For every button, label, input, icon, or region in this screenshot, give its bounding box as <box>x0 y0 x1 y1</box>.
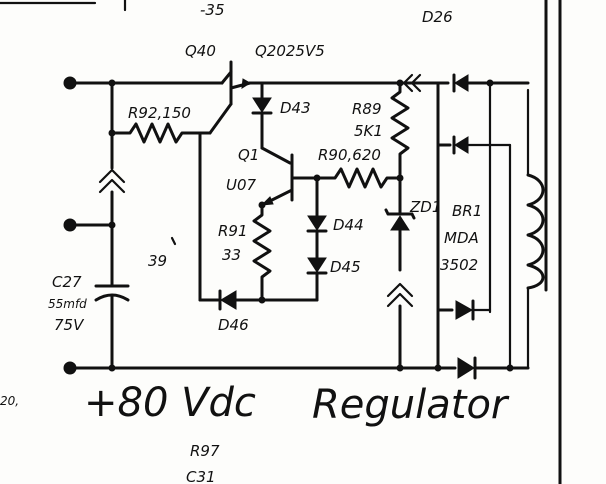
node-bottom-left <box>108 364 116 372</box>
d43-symbol <box>252 97 272 113</box>
q40-collector <box>220 70 233 85</box>
terminal-top <box>63 76 77 90</box>
diode-d44 <box>307 215 327 231</box>
label-top-right: D26 <box>422 8 453 26</box>
label-zd1: ZD1 <box>409 198 441 216</box>
q1-collector <box>260 146 292 165</box>
title-regulator: Regulator <box>312 382 510 428</box>
label-br1-part: MDA <box>444 229 479 247</box>
label-c31: C31 <box>186 468 216 484</box>
label-note-39: 39 <box>148 252 167 270</box>
label-left-cut: 20, <box>0 394 19 408</box>
resistor-r89 <box>390 81 410 180</box>
diode-d45 <box>307 257 327 273</box>
q40-arrow <box>241 78 251 89</box>
q40-base-lead <box>208 102 233 135</box>
label-d44: D44 <box>333 216 364 234</box>
label-c27: C27 <box>52 273 82 291</box>
transformer-coil <box>526 173 545 290</box>
label-br1-num: 3502 <box>440 256 478 274</box>
diode-third <box>455 300 474 320</box>
label-r92: R92,150 <box>128 104 191 122</box>
label-r90: R90,620 <box>318 146 381 164</box>
label-d43: D43 <box>280 99 311 117</box>
rail-arrows <box>402 73 422 93</box>
label-d45: D45 <box>330 258 361 276</box>
note-tick <box>170 236 177 246</box>
label-r89: R89 <box>352 100 382 118</box>
node-bottom-bridge <box>434 364 442 372</box>
terminal-mid <box>63 218 77 232</box>
label-top-number: -35 <box>200 1 225 19</box>
terminal-bottom <box>63 361 77 375</box>
label-q1-part: U07 <box>226 176 257 194</box>
label-r91: R91 <box>218 222 248 240</box>
label-r89-value: 5K1 <box>354 122 383 140</box>
node-bottom-far <box>506 364 514 372</box>
resistor-r90 <box>315 167 402 189</box>
zd1-bar <box>384 208 416 220</box>
label-q40: Q40 <box>185 42 216 60</box>
zener-zd1 <box>390 215 410 231</box>
title-voltage: +80 Vdc <box>84 380 256 426</box>
left-connector-arrows <box>98 168 126 194</box>
label-c27-voltage: 75V <box>54 316 85 334</box>
label-q1: Q1 <box>238 146 259 164</box>
label-d46: D46 <box>218 316 249 334</box>
node-r91-bottom <box>258 296 266 304</box>
label-r97: R97 <box>190 442 220 460</box>
node-bottom-zd1 <box>396 364 404 372</box>
resistor-r91 <box>252 203 272 302</box>
label-br1: BR1 <box>452 202 482 220</box>
diode-second <box>454 136 469 154</box>
diode-top <box>454 74 469 92</box>
label-q40-part: Q2025V5 <box>255 42 325 60</box>
diode-d46 <box>220 290 237 310</box>
diode-bottom <box>457 357 475 379</box>
resistor-r92 <box>110 122 212 144</box>
node-mid-left <box>108 221 116 229</box>
zd1-connector-arrows <box>386 282 414 308</box>
label-r91-value: 33 <box>222 246 241 264</box>
label-c27-value: 55mfd <box>48 297 87 311</box>
